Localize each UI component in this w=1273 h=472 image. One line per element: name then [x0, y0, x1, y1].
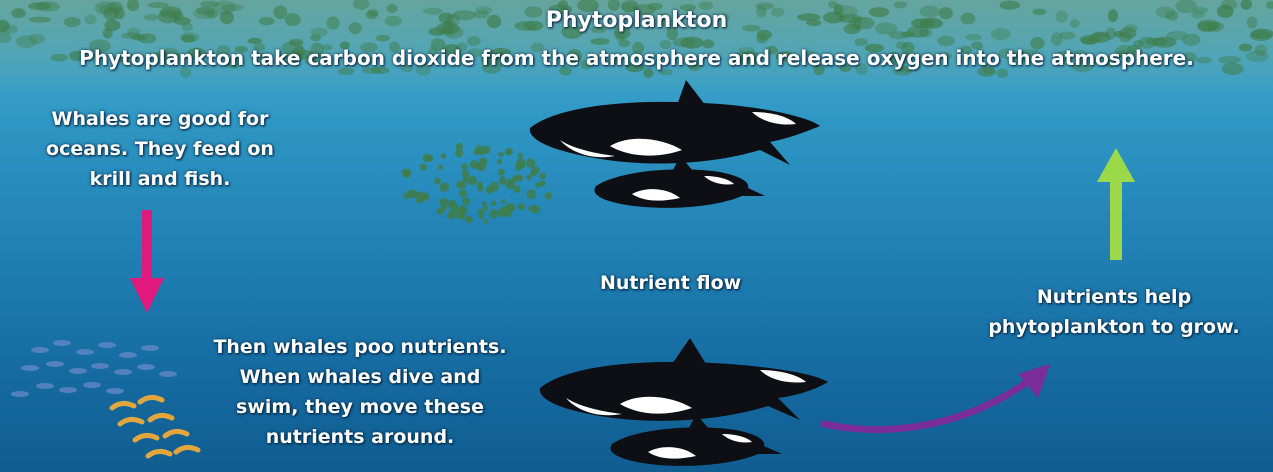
plankton-dot: [1051, 32, 1063, 45]
plankton-cluster-dot: [516, 175, 523, 182]
plankton-cluster-dot: [500, 179, 506, 185]
phytoplankton-cluster-icon: [402, 143, 553, 224]
plankton-dot: [855, 38, 868, 46]
plankton-cluster-dot: [441, 153, 447, 159]
plankton-cluster-dot: [440, 198, 450, 208]
plankton-cluster-dot: [506, 203, 515, 212]
plankton-cluster-dot: [422, 193, 430, 201]
plankton-cluster-dot: [460, 183, 466, 189]
plankton-dot: [137, 33, 156, 43]
plankton-cluster-dot: [545, 192, 553, 200]
plankton-dot: [756, 34, 768, 44]
arrow-down-icon: [130, 210, 164, 313]
plankton-dot: [965, 34, 982, 41]
whales-poo-label: Then whales poo nutrients. When whales d…: [210, 332, 510, 452]
plankton-cluster-dot: [434, 178, 441, 185]
plankton-cluster-dot: [462, 170, 470, 178]
plankton-cluster-dot: [482, 201, 487, 206]
plankton-cluster-dot: [505, 179, 515, 189]
plankton-cluster-dot: [483, 219, 488, 224]
plankton-cluster-dot: [426, 155, 433, 162]
plankton-dot: [467, 36, 481, 46]
plankton-cluster-dot: [540, 180, 546, 186]
plankton-cluster-dot: [489, 209, 498, 218]
plankton-cluster-dot: [476, 163, 482, 169]
plankton-cluster-dot: [473, 148, 480, 155]
arrow-up-icon: [1097, 148, 1135, 260]
plankton-cluster-dot: [420, 164, 427, 171]
plankton-dot: [1146, 38, 1168, 46]
plankton-cluster-dot: [452, 208, 462, 218]
fish-school-icon: [11, 340, 177, 397]
orca-calf-top-icon: [594, 156, 765, 208]
plankton-cluster-dot: [479, 214, 484, 219]
plankton-dot: [200, 1, 219, 8]
plankton-cluster-dot: [438, 165, 443, 170]
nutrient-flow-arrow-icon: [824, 364, 1050, 430]
plankton-dot: [1081, 37, 1098, 45]
plankton-cluster-dot: [498, 152, 503, 157]
plankton-cluster-dot: [436, 208, 443, 215]
plankton-cluster-dot: [413, 191, 419, 197]
plankton-cluster-dot: [461, 163, 468, 170]
plankton-cluster-dot: [459, 189, 467, 197]
plankton-cluster-dot: [482, 146, 491, 155]
plankton-cluster-dot: [403, 193, 409, 199]
plankton-dot: [310, 34, 321, 41]
plankton-cluster-dot: [455, 149, 463, 157]
plankton-dot: [29, 34, 45, 44]
whales-good-label: Whales are good for oceans. They feed on…: [28, 104, 292, 194]
plankton-cluster-dot: [518, 203, 525, 210]
plankton-cluster-dot: [467, 176, 477, 186]
plankton-cluster-dot: [490, 182, 500, 192]
krill-icon: [112, 397, 198, 456]
plankton-cluster-dot: [530, 170, 537, 177]
plankton-cluster-dot: [465, 216, 473, 224]
orca-adult-top-icon: [530, 80, 820, 165]
plankton-cluster-dot: [497, 159, 502, 164]
plankton-cluster-dot: [477, 182, 483, 188]
nutrient-flow-label: Nutrient flow: [600, 272, 770, 294]
plankton-cluster-dot: [456, 143, 463, 150]
plankton-dot: [248, 38, 262, 44]
plankton-dot: [182, 35, 196, 43]
plankton-cluster-dot: [518, 153, 524, 159]
orca-calf-bottom-icon: [610, 414, 782, 466]
plankton-cluster-dot: [402, 169, 411, 178]
plankton-cluster-dot: [440, 183, 449, 192]
plankton-cluster-dot: [501, 199, 506, 204]
plankton-dot: [1182, 34, 1200, 46]
plankton-cluster-dot: [491, 201, 497, 207]
plankton-cluster-dot: [462, 198, 470, 206]
plankton-cluster-dot: [482, 206, 488, 212]
orca-adult-bottom-icon: [540, 338, 828, 421]
plankton-cluster-dot: [505, 148, 512, 155]
diagram-title: Phytoplankton: [0, 8, 1273, 33]
plankton-cluster-dot: [529, 205, 536, 212]
nutrients-help-label: Nutrients help phytoplankton to grow.: [964, 282, 1264, 342]
diagram-subtitle: Phytoplankton take carbon dioxide from t…: [0, 46, 1273, 70]
plankton-cluster-dot: [498, 169, 505, 176]
plankton-cluster-dot: [527, 189, 537, 199]
plankton-dot: [376, 35, 390, 42]
plankton-dot: [590, 38, 609, 45]
plankton-dot: [937, 36, 954, 47]
plankton-cluster-dot: [519, 163, 525, 169]
plankton-cluster-dot: [539, 173, 546, 180]
